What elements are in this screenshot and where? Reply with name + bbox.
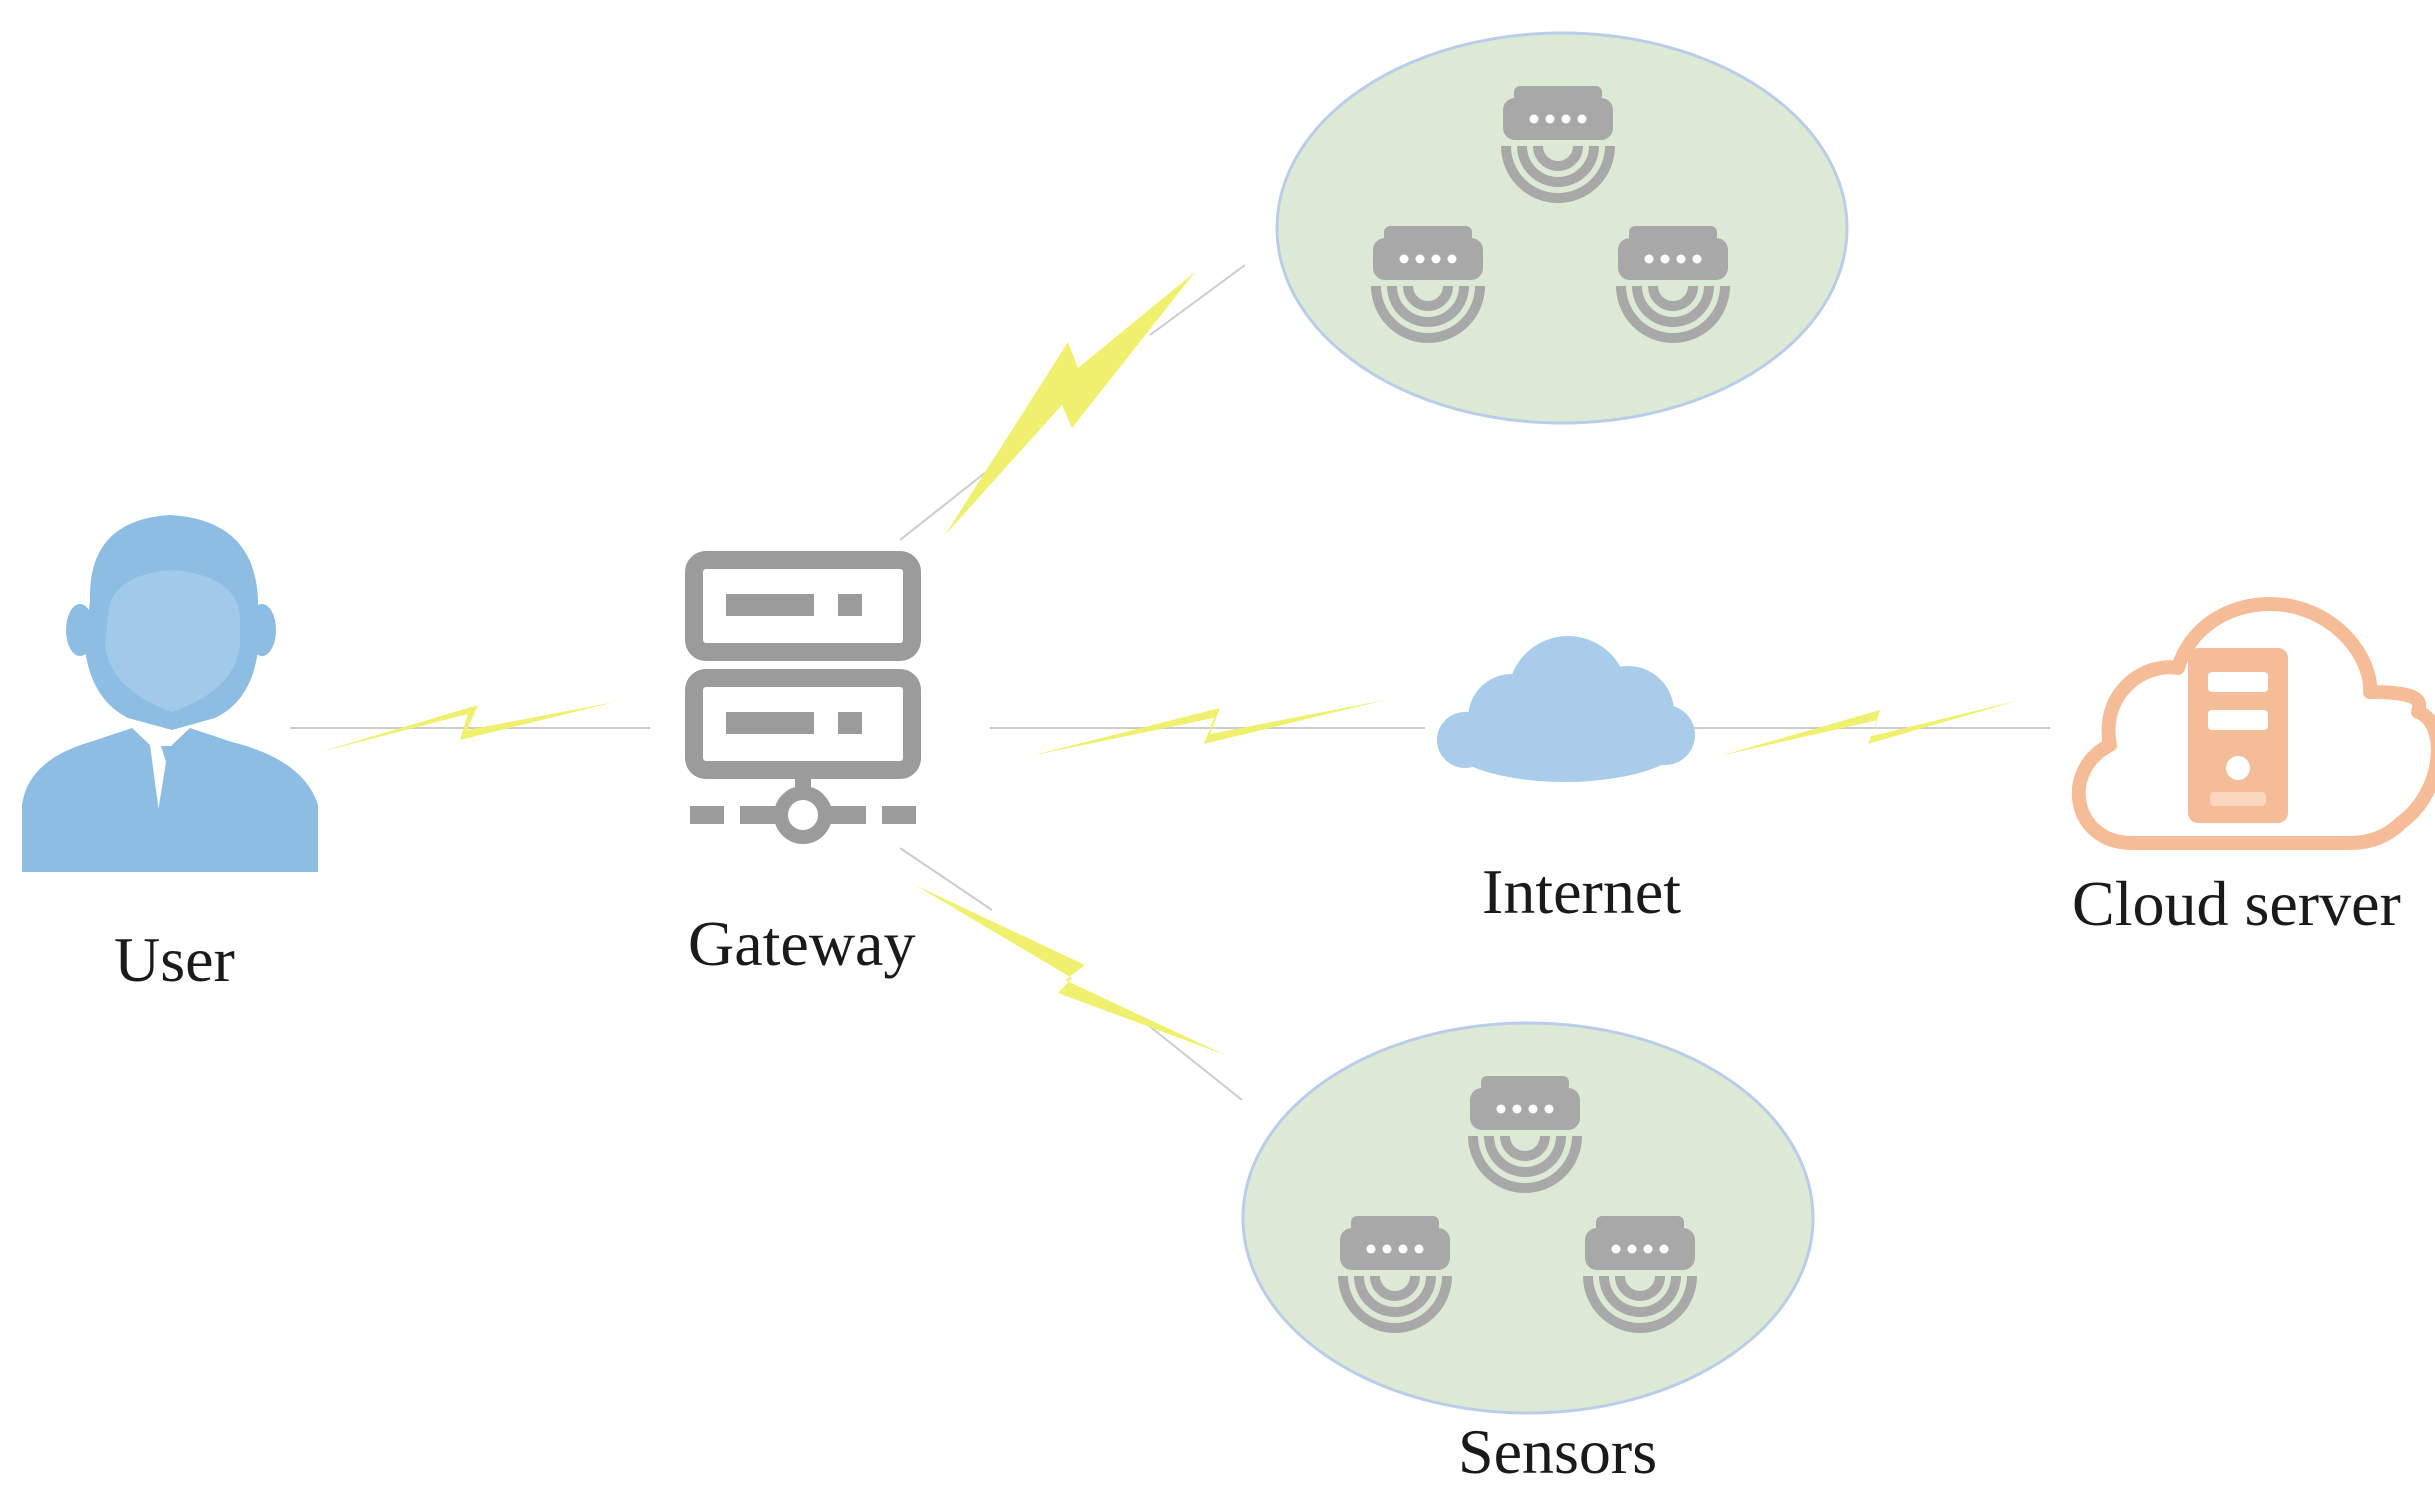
lightning-bolt-icon	[915, 885, 1225, 1055]
gateway-server-icon	[685, 551, 921, 844]
cloud-server-icon	[2071, 597, 2435, 850]
sensor-group-top	[1275, 31, 1849, 425]
lightning-bolt-icon	[1030, 700, 1385, 756]
sensor-group-bottom	[1241, 1021, 1815, 1415]
lightning-bolt-icon	[945, 272, 1195, 535]
cloud-server-label: Cloud server	[2072, 868, 2401, 939]
link-internet-cloud	[1690, 700, 2050, 756]
link-gateway-sensors-bottom	[899, 847, 1243, 1101]
lightning-bolt-icon	[320, 702, 615, 752]
link-gateway-sensors-top	[899, 264, 1246, 541]
link-gateway-internet	[990, 700, 1425, 756]
user-icon	[22, 515, 318, 872]
sensors-label: Sensors	[1458, 1416, 1658, 1487]
user-label: User	[114, 924, 235, 995]
internet-label: Internet	[1482, 856, 1681, 927]
internet-cloud-icon	[1437, 636, 1695, 782]
gateway-label: Gateway	[688, 908, 916, 979]
link-user-gateway	[290, 702, 650, 752]
user-face-highlight	[105, 570, 240, 712]
